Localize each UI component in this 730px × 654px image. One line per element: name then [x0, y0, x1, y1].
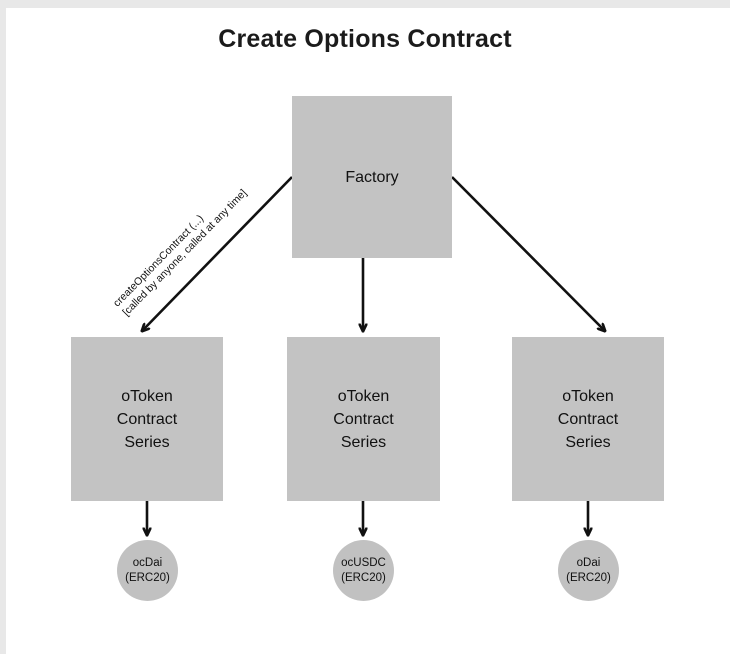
edge-factory-to-series-right [451, 176, 605, 331]
node-token-ocdai[interactable]: ocDai (ERC20) [117, 540, 178, 601]
edge-layer [6, 176, 730, 654]
node-token-ocusdc[interactable]: ocUSDC (ERC20) [333, 540, 394, 601]
node-otoken-contract-series-middle[interactable]: oToken Contract Series [287, 337, 440, 501]
node-otoken-contract-series-left[interactable]: oToken Contract Series [71, 337, 223, 501]
edge-factory-to-series-left [142, 176, 293, 331]
document-canvas: Create Options Contract createOptionsCon… [6, 8, 730, 654]
diagram-container: Create Options Contract createOptionsCon… [6, 8, 730, 654]
node-otoken-contract-series-right[interactable]: oToken Contract Series [512, 337, 664, 501]
node-token-odai[interactable]: oDai (ERC20) [558, 540, 619, 601]
page-title: Create Options Contract [218, 25, 512, 53]
node-factory[interactable]: Factory [292, 96, 452, 258]
